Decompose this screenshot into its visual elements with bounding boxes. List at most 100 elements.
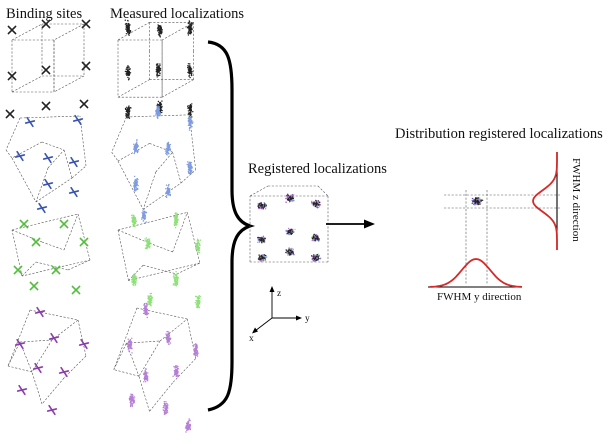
- binding-site-row-blue: [68, 186, 80, 198]
- localization-cloud-row-blue: [165, 183, 172, 199]
- binding-sites-column: [5, 19, 91, 416]
- localization-cloud-row-green: [146, 292, 153, 307]
- binding-site-row-purple: [16, 384, 28, 396]
- binding-site-row-blue: [72, 114, 84, 126]
- binding-site-row-green: [59, 219, 69, 229]
- binding-site-row-green: [31, 237, 41, 247]
- axis-y-label: y: [305, 314, 310, 324]
- binding-site-row-blue: [42, 152, 54, 164]
- binding-site-row-black: [41, 65, 51, 75]
- binding-site-row-purple: [32, 362, 44, 374]
- binding-site-row-green: [71, 285, 81, 295]
- binding-site-row-blue: [36, 202, 48, 214]
- binding-site-row-green: [13, 265, 23, 275]
- localization-cloud-row-purple: [172, 365, 180, 378]
- binding-site-row-green: [19, 219, 29, 229]
- localization-cloud-row-black: [124, 19, 132, 36]
- distribution-panel: FWHM y direction FWHM z direction: [428, 152, 582, 303]
- localization-cloud-row-purple: [193, 343, 199, 357]
- localization-cloud-row-green: [131, 214, 138, 228]
- binding-site-row-green: [29, 281, 39, 291]
- binding-site-row-black: [81, 61, 91, 71]
- localization-cloud-row-blue: [133, 175, 139, 192]
- registered-cloud: [311, 254, 320, 261]
- axis-x-label: x: [249, 334, 254, 344]
- localization-cloud-row-black: [187, 63, 193, 79]
- registered-cloud: [257, 236, 266, 244]
- fwhm-y-label: FWHM y direction: [437, 291, 522, 303]
- localization-cloud-row-black: [124, 105, 132, 120]
- binding-site-row-black: [5, 109, 15, 119]
- registered-cloud: [285, 248, 294, 256]
- axes-triad: z y x: [249, 286, 310, 344]
- binding-lattice-row-purple: [7, 309, 87, 405]
- binding-site-row-purple: [58, 366, 70, 378]
- localization-cloud-row-purple: [165, 330, 172, 346]
- localization-cloud-row-green: [131, 272, 138, 286]
- binding-site-row-purple: [34, 306, 46, 318]
- binding-site-row-black: [7, 71, 17, 81]
- localization-cloud-row-blue: [155, 104, 161, 120]
- measured-lattice-row-black: [117, 22, 194, 98]
- binding-site-row-black: [41, 19, 51, 29]
- measured-localizations-title: Measured localizations: [110, 6, 244, 22]
- measured-lattice-row-purple: [113, 307, 196, 412]
- localization-cloud-row-green: [172, 271, 179, 287]
- binding-site-row-black: [41, 101, 51, 111]
- binding-site-row-black: [79, 99, 89, 109]
- localization-cloud-row-green: [194, 295, 201, 309]
- axis-z-label: z: [277, 289, 281, 299]
- localization-cloud-row-blue: [133, 139, 140, 155]
- localization-cloud-row-black: [156, 24, 163, 38]
- process-arrow: [326, 219, 375, 229]
- registered-cloud: [286, 193, 295, 202]
- distribution-title: Distribution registered localizations: [395, 126, 603, 142]
- localization-cloud-row-green: [195, 238, 202, 254]
- registered-cloud: [257, 202, 267, 209]
- measured-lattice-row-blue: [111, 114, 196, 210]
- binding-site-row-purple: [48, 332, 60, 344]
- localization-cloud-row-black: [187, 103, 194, 119]
- localization-cloud-row-black: [186, 20, 194, 36]
- distribution-cloud: [472, 197, 484, 206]
- gaussian-y-curve: [429, 258, 523, 288]
- localization-cloud-row-blue: [164, 141, 172, 156]
- localization-cloud-row-purple: [127, 337, 133, 354]
- binding-site-row-purple: [14, 338, 26, 350]
- binding-site-row-blue: [68, 156, 80, 168]
- binding-site-row-blue: [14, 150, 26, 162]
- localization-cloud-row-purple: [142, 302, 150, 319]
- binding-site-row-green: [79, 237, 89, 247]
- measured-localizations-column: [111, 19, 202, 433]
- gaussian-z-curve: [532, 152, 558, 250]
- binding-lattice-row-black: [11, 23, 85, 93]
- registered-localizations-cluster: [249, 185, 329, 263]
- binding-site-row-green: [51, 265, 61, 275]
- registered-cloud: [258, 254, 267, 261]
- localization-cloud-row-black: [155, 63, 162, 78]
- binding-site-row-black: [7, 25, 17, 35]
- distribution-cluster: [471, 196, 484, 206]
- fwhm-z-label: FWHM z direction: [570, 158, 582, 242]
- localization-cloud-row-purple: [128, 393, 136, 408]
- binding-site-row-blue: [24, 116, 36, 128]
- binding-site-row-purple: [46, 404, 58, 416]
- registered-localizations-title: Registered localizations: [248, 161, 387, 177]
- localization-cloud-row-green: [173, 212, 179, 229]
- binding-site-row-purple: [78, 338, 90, 350]
- localization-cloud-row-purple: [143, 368, 149, 383]
- registered-cloud: [312, 199, 321, 208]
- curly-brace: [207, 40, 256, 412]
- binding-site-row-black: [81, 19, 91, 29]
- localization-cloud-row-green: [144, 237, 152, 250]
- localization-cloud-row-blue: [186, 161, 193, 175]
- binding-site-row-blue: [42, 178, 54, 190]
- binding-sites-title: Binding sites: [6, 6, 82, 22]
- measured-lattice-row-green: [117, 212, 201, 281]
- registered-cloud: [286, 228, 293, 235]
- localization-cloud-row-purple: [184, 418, 192, 433]
- localization-cloud-row-black: [124, 65, 132, 81]
- localization-cloud-row-blue: [187, 114, 194, 131]
